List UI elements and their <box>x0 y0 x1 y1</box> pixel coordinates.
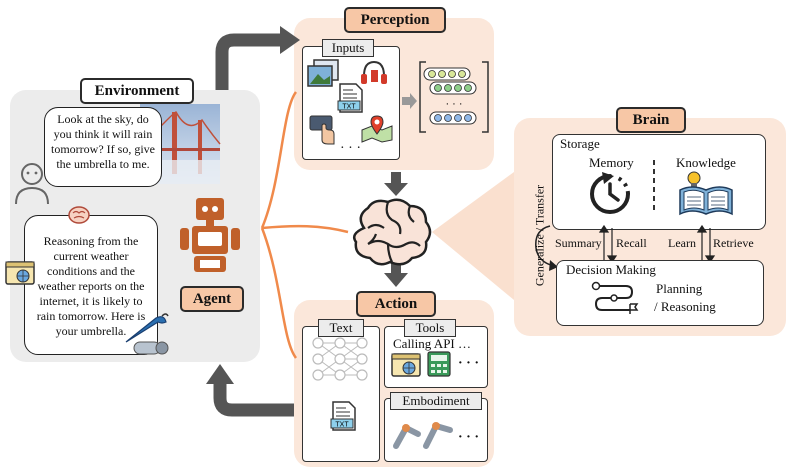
tools-calling-text: Calling API … <box>393 336 472 351</box>
decision-making-label: Decision Making <box>566 262 656 277</box>
environment-title: Environment <box>80 78 194 104</box>
audio-icon <box>361 60 387 84</box>
map-icon <box>361 115 393 143</box>
embodiment-label: Embodiment <box>390 392 482 410</box>
robot-arms-icon <box>393 422 453 449</box>
calculator-icon <box>427 351 451 377</box>
neural-network-icon <box>312 337 368 381</box>
agent-label: Agent <box>180 286 244 312</box>
brain-flow-arrows <box>598 224 716 264</box>
divider-dashed <box>653 160 655 210</box>
svg-text:· · ·: · · · <box>445 98 462 110</box>
touch-icon <box>309 115 335 145</box>
knowledge-label: Knowledge <box>676 155 736 170</box>
user-icon <box>15 163 49 205</box>
reasoning-label: / Reasoning <box>654 299 716 314</box>
retrieve-label: Retrieve <box>713 236 754 250</box>
inputs-label: Inputs <box>322 39 374 57</box>
umbrella-icon <box>125 313 169 343</box>
memory-icon <box>590 172 630 214</box>
embodiment-more-dots: · · · <box>458 430 480 445</box>
tools-label: Tools <box>404 319 456 337</box>
brain-icon <box>353 198 432 266</box>
decision-making-box <box>556 260 764 326</box>
action-title: Action <box>356 291 436 317</box>
text-label: Text <box>318 319 364 337</box>
planning-path-icon <box>591 281 639 314</box>
output-document-icon: TXT <box>330 401 356 431</box>
photos-icon <box>307 59 339 87</box>
web-globe-icon <box>5 261 35 285</box>
user-speech-bubble: Look at the sky, do you think it will ra… <box>44 107 162 187</box>
perception-more-dots: · · · <box>340 141 361 156</box>
summary-label: Summary <box>555 236 602 250</box>
tools-more-dots: · · · <box>458 356 480 371</box>
recall-label: Recall <box>616 236 647 250</box>
agent-speech-text: Reasoning from the current weather condi… <box>36 234 146 338</box>
action-text-box <box>302 326 380 462</box>
action-txt-label: TXT <box>335 422 349 429</box>
planning-label: Planning <box>656 281 703 296</box>
knowledge-book-icon <box>679 171 733 216</box>
web-tool-icon <box>391 353 421 377</box>
robot-arm-icon <box>133 341 169 355</box>
learn-label: Learn <box>668 236 696 250</box>
memory-label: Memory <box>589 155 634 170</box>
user-speech-text: Look at the sky, do you think it will ra… <box>51 112 155 171</box>
storage-label: Storage <box>560 136 600 151</box>
agent-robot-icon <box>180 198 240 272</box>
encoded-tokens-icon: · · · <box>419 61 489 133</box>
generalize-label: Generalize / Transfer <box>532 184 547 287</box>
txt-label: TXT <box>342 104 356 111</box>
perception-title: Perception <box>344 7 446 33</box>
generalize-arrow <box>535 225 558 271</box>
agent-speech-bubble: Reasoning from the current weather condi… <box>24 215 158 355</box>
brain-title: Brain <box>616 107 686 133</box>
mini-brain-icon <box>68 206 90 224</box>
document-icon: TXT <box>337 83 363 113</box>
